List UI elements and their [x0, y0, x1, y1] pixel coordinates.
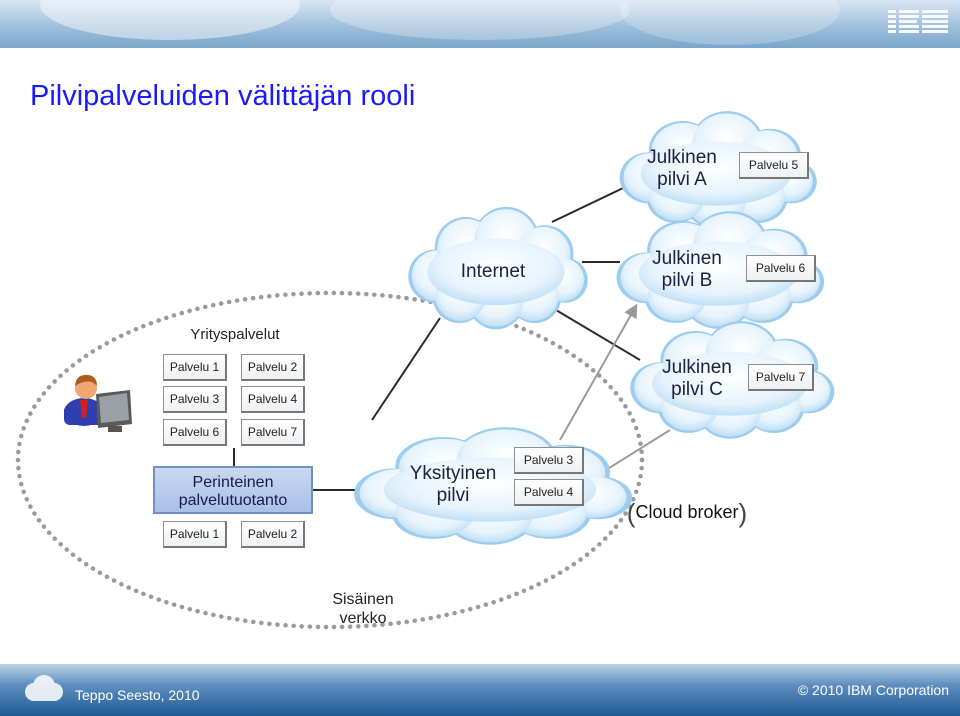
- internal-network-boundary: [15, 290, 645, 630]
- service-enterprise-4: Palvelu 4: [241, 386, 305, 413]
- service-private-3: Palvelu 3: [514, 447, 584, 474]
- service-enterprise-6: Palvelu 6: [163, 419, 227, 446]
- service-public-c-7: Palvelu 7: [748, 364, 814, 391]
- footer-bar: [0, 664, 960, 716]
- footer-copyright: © 2010 IBM Corporation: [797, 682, 949, 698]
- enterprise-services-heading: Yrityspalvelut: [190, 326, 280, 343]
- connector-internet-public-c: [555, 309, 641, 361]
- footer-cloud-icon: [25, 675, 63, 701]
- cloud-label-public-b: Julkinen pilvi B: [652, 248, 722, 291]
- service-legacy-1: Palvelu 1: [163, 521, 227, 548]
- service-enterprise-7: Palvelu 7: [241, 419, 305, 446]
- service-public-a-5: Palvelu 5: [739, 152, 809, 179]
- service-legacy-2: Palvelu 2: [241, 521, 305, 548]
- service-public-b-6: Palvelu 6: [746, 255, 816, 282]
- user-at-computer-icon: [64, 374, 132, 432]
- service-enterprise-2: Palvelu 2: [241, 354, 305, 381]
- cloud-label-public-a: Julkinen pilvi A: [647, 147, 717, 190]
- ibm-logo: [888, 10, 948, 33]
- footer-author: Teppo Seesto, 2010: [75, 687, 200, 703]
- cloud-broker-label: (Cloud broker): [626, 498, 748, 528]
- internal-network-label: Sisäinen verkko: [332, 591, 394, 627]
- cloud-label-public-c: Julkinen pilvi C: [662, 357, 732, 400]
- header-banner: [0, 0, 960, 48]
- cloud-broker-text: Cloud broker: [635, 502, 739, 522]
- broker-arrow-private-public-b: [559, 303, 638, 441]
- service-enterprise-1: Palvelu 1: [163, 354, 227, 381]
- legacy-service-production-box: Perinteinen palvelutuotanto: [153, 466, 313, 514]
- page-title: Pilvipalveluiden välittäjän rooli: [30, 80, 416, 112]
- cloud-label-private: Yksityinen pilvi: [409, 463, 497, 506]
- service-private-4: Palvelu 4: [514, 479, 584, 506]
- connector-enterprise-internet: [371, 317, 441, 421]
- cloud-label-internet: Internet: [460, 261, 526, 282]
- service-enterprise-3: Palvelu 3: [163, 386, 227, 413]
